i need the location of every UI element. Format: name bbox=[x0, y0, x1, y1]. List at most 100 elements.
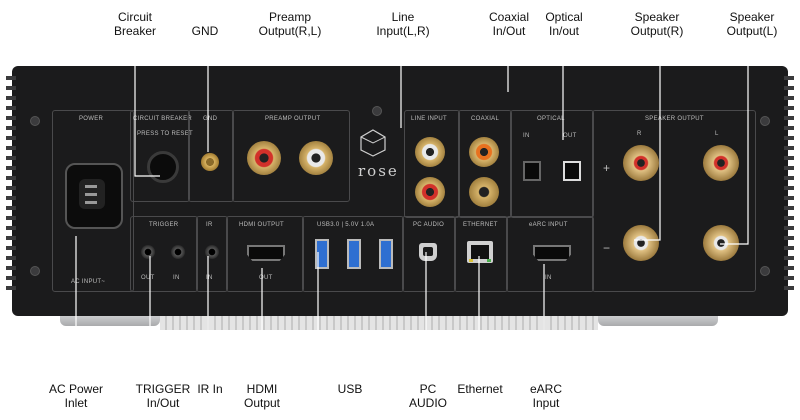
ethernet-label: ETHERNET bbox=[463, 222, 498, 228]
speaker-l-minus-terminal[interactable] bbox=[703, 225, 739, 261]
power-label: POWER bbox=[79, 116, 104, 122]
preamp-output-panel: PREAMP OUTPUT bbox=[232, 110, 350, 202]
heatsink-fin bbox=[784, 236, 794, 240]
heatsink-fin bbox=[6, 156, 16, 160]
trigger-in-jack[interactable] bbox=[171, 245, 185, 259]
optical-in-label: IN bbox=[523, 133, 530, 139]
heatsink-fin bbox=[6, 146, 16, 150]
leader-line bbox=[720, 42, 749, 245]
hdmi-output-port[interactable] bbox=[247, 245, 285, 261]
speaker-output-panel: SPEAKER OUTPUT R L + − bbox=[592, 110, 756, 292]
earc-input-panel: eARC INPUT IN bbox=[506, 216, 594, 292]
heatsink-fin bbox=[6, 266, 16, 270]
callout-trigger: TRIGGER In/Out bbox=[135, 382, 191, 410]
heatsink-fin bbox=[784, 226, 794, 230]
heatsink-fin bbox=[6, 176, 16, 180]
heatsink-fin bbox=[6, 276, 16, 280]
callout-coaxial: Coaxial In/Out bbox=[488, 10, 530, 38]
ir-panel: IR IN bbox=[196, 216, 228, 292]
screw bbox=[30, 266, 40, 276]
heatsink-fin bbox=[6, 206, 16, 210]
heatsink-fin bbox=[784, 246, 794, 250]
speaker-l-plus-terminal[interactable] bbox=[703, 145, 739, 181]
leader-line bbox=[261, 42, 311, 53]
link-led bbox=[469, 259, 473, 262]
preamp-output-r-jack[interactable] bbox=[247, 141, 281, 175]
heatsink-fin bbox=[784, 206, 794, 210]
heatsink-fin bbox=[784, 286, 794, 290]
heatsink-fin bbox=[784, 256, 794, 260]
speaker-output-label: SPEAKER OUTPUT bbox=[645, 116, 704, 122]
trigger-out-jack[interactable] bbox=[141, 245, 155, 259]
heatsink-fin bbox=[784, 176, 794, 180]
preamp-output-l-jack[interactable] bbox=[299, 141, 333, 175]
ac-pin bbox=[85, 201, 97, 204]
coaxial-label: COAXIAL bbox=[471, 116, 500, 122]
circuit-breaker-panel: CIRCUIT BREAKER PRESS TO RESET bbox=[130, 110, 193, 202]
earc-hdmi-port[interactable] bbox=[533, 245, 571, 261]
usb-b-socket bbox=[423, 247, 433, 256]
leader-line bbox=[634, 42, 661, 241]
heatsink-fin bbox=[784, 156, 794, 160]
pc-audio-usb-b-port[interactable] bbox=[419, 243, 437, 261]
heatsink-fin bbox=[6, 106, 16, 110]
callout-gnd: GND bbox=[191, 24, 219, 38]
line-input-r-jack[interactable] bbox=[415, 177, 445, 207]
callout-pc-audio: PC AUDIO bbox=[408, 382, 447, 410]
trigger-panel: TRIGGER OUT IN bbox=[130, 216, 198, 292]
vent-strip bbox=[160, 316, 598, 330]
optical-label: OPTICAL bbox=[537, 116, 565, 122]
heatsink-fin bbox=[784, 266, 794, 270]
gnd-terminal[interactable] bbox=[201, 153, 219, 171]
optical-out-port[interactable] bbox=[563, 161, 581, 181]
coaxial-panel: COAXIAL bbox=[458, 110, 512, 218]
ac-pin bbox=[85, 185, 97, 188]
hdmi-out-label: OUT bbox=[259, 275, 273, 281]
minus-mark: − bbox=[603, 241, 611, 255]
earc-in-label: IN bbox=[545, 275, 552, 281]
amplifier-rear-panel: POWER AC INPUT~ CIRCUIT BREAKER PRESS TO… bbox=[6, 66, 794, 316]
callout-speaker-r: Speaker Output(R) bbox=[630, 10, 684, 38]
circuit-breaker-button[interactable] bbox=[147, 151, 179, 183]
callout-ir: IR In bbox=[197, 382, 223, 396]
heatsink-fin bbox=[6, 286, 16, 290]
usb-port-2[interactable] bbox=[347, 239, 361, 269]
heatsink-fin bbox=[6, 76, 16, 80]
preamp-output-label: PREAMP OUTPUT bbox=[265, 116, 321, 122]
heatsink-fin bbox=[6, 226, 16, 230]
heatsink-fin bbox=[784, 136, 794, 140]
heatsink-fin bbox=[6, 86, 16, 90]
hdmi-output-panel: HDMI OUTPUT OUT bbox=[226, 216, 304, 292]
heatsink-fin bbox=[784, 276, 794, 280]
optical-panel: OPTICAL IN OUT bbox=[510, 110, 594, 218]
coaxial-out-jack[interactable] bbox=[469, 137, 499, 167]
ac-inlet[interactable] bbox=[65, 163, 123, 229]
speaker-r-plus-terminal[interactable] bbox=[623, 145, 659, 181]
trigger-out-label: OUT bbox=[141, 275, 155, 281]
pc-audio-panel: PC AUDIO bbox=[402, 216, 456, 292]
ethernet-port[interactable] bbox=[467, 241, 493, 263]
heatsink-fin bbox=[784, 186, 794, 190]
heatsink-fin bbox=[784, 146, 794, 150]
callout-usb: USB bbox=[337, 382, 363, 396]
trigger-label: TRIGGER bbox=[149, 222, 179, 228]
trigger-in-label: IN bbox=[173, 275, 180, 281]
ac-socket bbox=[79, 179, 105, 209]
line-input-l-jack[interactable] bbox=[415, 137, 445, 167]
ir-in-jack[interactable] bbox=[205, 245, 219, 259]
heatsink-fin bbox=[784, 166, 794, 170]
speaker-r-minus-terminal[interactable] bbox=[623, 225, 659, 261]
coaxial-in-jack[interactable] bbox=[469, 177, 499, 207]
circuit-breaker-label: CIRCUIT BREAKER bbox=[133, 116, 193, 122]
heatsink-fin bbox=[6, 96, 16, 100]
optical-in-port[interactable] bbox=[523, 161, 541, 181]
screw bbox=[760, 116, 770, 126]
heatsink-fin bbox=[784, 86, 794, 90]
usb-port-3[interactable] bbox=[379, 239, 393, 269]
power-panel: POWER AC INPUT~ bbox=[52, 110, 134, 292]
usb-label: USB3.0 | 5.0V 1.0A bbox=[317, 222, 375, 228]
line-input-label: LINE INPUT bbox=[411, 116, 448, 122]
line-input-panel: LINE INPUT bbox=[404, 110, 460, 218]
gnd-panel: GND bbox=[188, 110, 234, 202]
